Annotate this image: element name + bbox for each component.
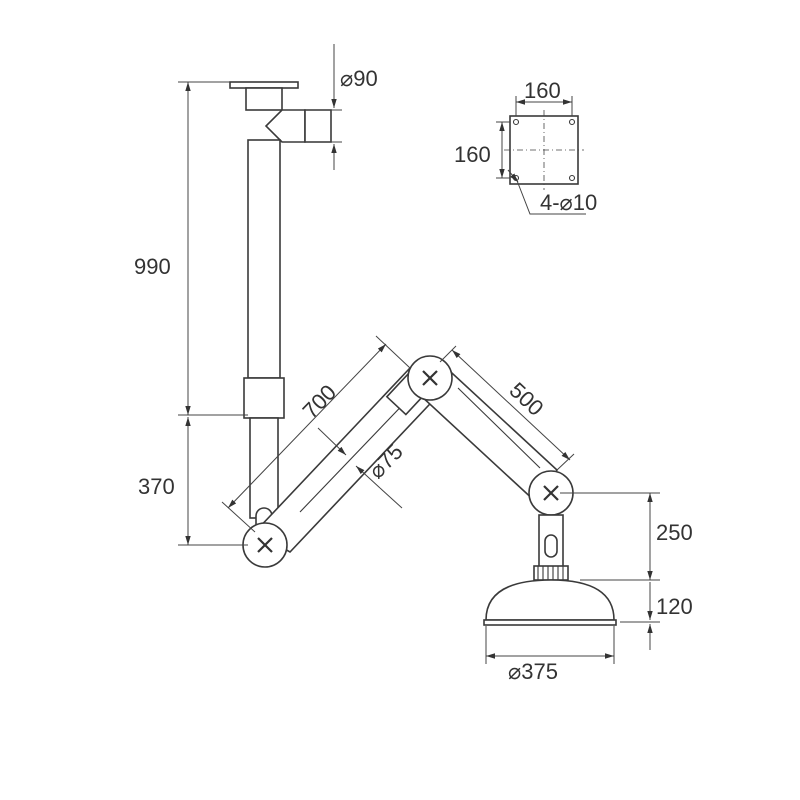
lower-drop-tube [249, 417, 279, 519]
hood-assembly [483, 514, 617, 626]
hinge-top [407, 355, 453, 401]
label-lower-drop: 370 [138, 474, 175, 499]
label-mount-height: 160 [454, 142, 491, 167]
mount-plate-detail [496, 96, 586, 215]
label-hood-height: 120 [656, 594, 693, 619]
label-arm2-length: 500 [505, 377, 549, 420]
neck-slot [544, 534, 558, 558]
mount-hole [512, 118, 520, 126]
hinge-lower-left [242, 522, 288, 568]
hood-dome [485, 579, 615, 621]
ceiling-plate [229, 81, 299, 89]
mount-hole [568, 118, 576, 126]
label-mount-width: 160 [524, 78, 561, 103]
label-hood-diameter: ⌀375 [508, 659, 558, 684]
label-mount-holes: 4-⌀10 [540, 190, 597, 215]
dimension-lines [178, 44, 660, 664]
vertical-pipe [247, 139, 281, 379]
hood-rim [483, 619, 617, 626]
outlet-pipe [304, 109, 332, 143]
mount-hole [568, 174, 576, 182]
label-arm1-length: 700 [298, 380, 341, 424]
tee-branch [264, 109, 306, 143]
label-pipe-diameter: ⌀90 [340, 66, 378, 91]
upper-collar [245, 87, 283, 111]
label-neck-height: 250 [656, 520, 693, 545]
label-vertical-length: 990 [134, 254, 171, 279]
pipe-joint [243, 377, 285, 419]
